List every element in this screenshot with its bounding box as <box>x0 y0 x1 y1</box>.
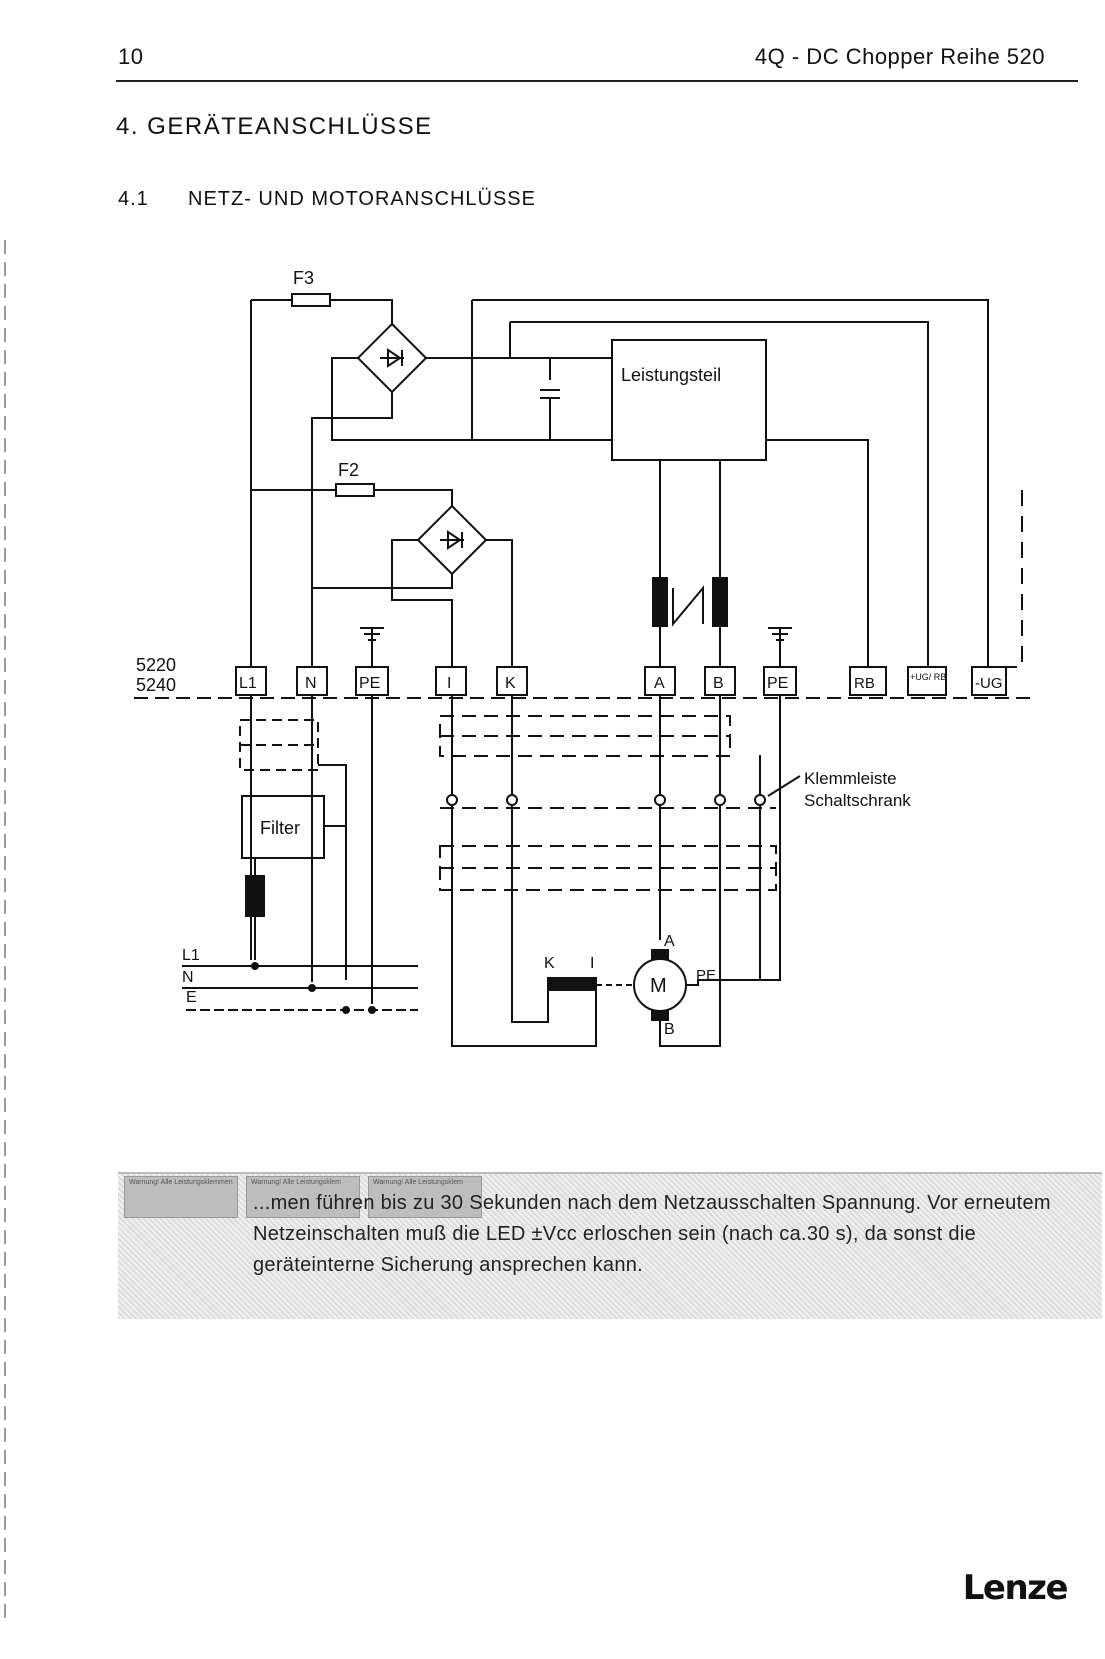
mains-e: E <box>186 989 197 1006</box>
terminal-ug: -UG <box>975 675 1003 692</box>
power-unit-label: Leistungsteil <box>621 365 721 385</box>
terminal-b: B <box>713 675 724 692</box>
subsection-heading: 4.1 NETZ- UND MOTORANSCHLÜSSE <box>118 188 536 211</box>
fuse-f3-label: F3 <box>293 268 314 288</box>
filter-label: Filter <box>260 818 300 838</box>
wiring-diagram: F3 Leistungsteil F2 5220 5240 L1 N PE I … <box>134 268 1034 1047</box>
mains-n: N <box>182 969 194 986</box>
page-number: 10 <box>118 44 144 69</box>
warning-text: ...men führen bis zu 30 Sekunden nach de… <box>253 1192 1051 1276</box>
warning-tag: Warnung! Alle Leistungsklem <box>246 1176 360 1218</box>
motor-b-label: B <box>664 1021 675 1038</box>
warning-tag-text: Warnung! Alle Leistungsklem <box>251 1179 342 1186</box>
fuse-f2-label: F2 <box>338 460 359 480</box>
inductor-a <box>652 577 668 627</box>
model-5240: 5240 <box>136 675 176 695</box>
model-5220: 5220 <box>136 655 176 675</box>
warning-tag: Warnung! Alle Leistungsklem <box>368 1176 482 1218</box>
motor-label: M <box>650 975 667 997</box>
tacho-k-label: K <box>544 955 555 972</box>
warning-tags: Warnung! Alle Leistungsklemmen Warnung! … <box>124 1176 482 1218</box>
terminal-pe-2: PE <box>767 675 788 692</box>
scan-edge <box>4 240 6 1620</box>
warning-tag-text: Warnung! Alle Leistungsklem <box>373 1179 464 1186</box>
terminal-ug-rb: +UG/ RB <box>910 672 946 682</box>
bridge-rectifier-1 <box>356 322 428 394</box>
header-rule <box>116 80 1078 82</box>
terminal-k: K <box>505 675 516 692</box>
inductor-b <box>712 577 728 627</box>
motor-pe-label: PE <box>696 967 716 984</box>
motor-a-label: A <box>664 933 675 950</box>
section-title: 4. GERÄTEANSCHLÜSSE <box>116 113 433 140</box>
terminal-l1: L1 <box>239 675 257 692</box>
subsection-title: NETZ- UND MOTORANSCHLÜSSE <box>188 188 536 210</box>
tacho-i-label: I <box>590 955 594 972</box>
klemmleiste-label: Klemmleiste <box>804 769 897 788</box>
schaltschrank-label: Schaltschrank <box>804 791 911 810</box>
terminal-i: I <box>447 675 451 692</box>
bridge-rectifier-2 <box>416 504 488 576</box>
subsection-number: 4.1 <box>118 188 149 210</box>
terminal-rb: RB <box>854 675 875 692</box>
fuse-f3 <box>291 293 331 307</box>
main-choke <box>245 875 265 917</box>
fuse-f2 <box>335 483 375 497</box>
warning-tag: Warnung! Alle Leistungsklemmen <box>124 1176 238 1218</box>
running-title: 4Q - DC Chopper Reihe 520 <box>754 44 1045 69</box>
warning-tag-text: Warnung! Alle Leistungsklemmen <box>129 1179 233 1186</box>
terminal-a: A <box>654 675 665 692</box>
tacho-generator <box>547 977 597 991</box>
mains-l1: L1 <box>182 947 200 964</box>
warning-box: Warnung! Alle Leistungsklemmen Warnung! … <box>118 1172 1102 1319</box>
terminal-n: N <box>305 675 317 692</box>
power-unit-box <box>611 339 767 461</box>
lenze-logo: Lenze <box>962 1568 1069 1608</box>
terminal-pe-1: PE <box>359 675 380 692</box>
